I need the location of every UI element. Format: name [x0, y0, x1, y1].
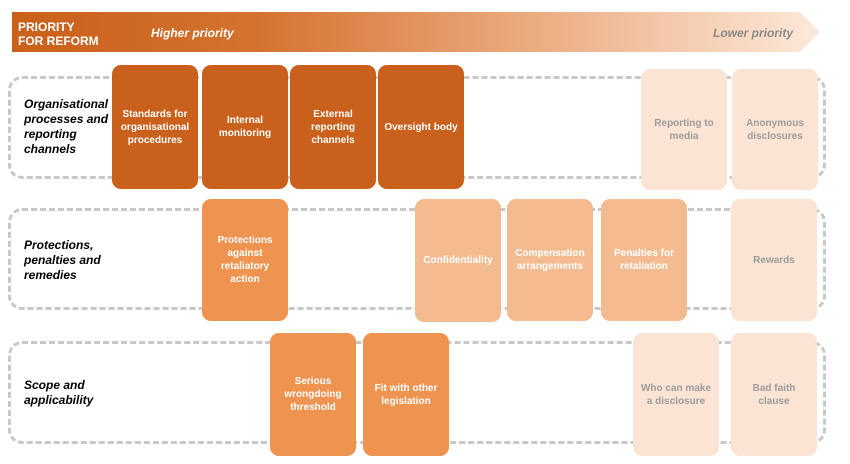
- row-label-protections: Protections, penalties and remedies: [24, 238, 101, 283]
- box-standards-for-organisational-procedures: Standards for organisational procedures: [112, 65, 198, 189]
- box-compensation-arrangements: Compensation arrangements: [507, 199, 593, 321]
- box-oversight-body: Oversight body: [378, 65, 464, 189]
- box-protections-against-retaliatory-action: Protections against retaliatory action: [202, 199, 288, 321]
- priority-title-line2: FOR REFORM: [18, 34, 99, 48]
- row-label-line: applicability: [24, 393, 94, 407]
- box-who-can-make-a-disclosure: Who can make a disclosure: [633, 333, 719, 456]
- box-penalties-for-retaliation: Penalties for retaliation: [601, 199, 687, 321]
- row-label-line: processes and: [24, 112, 109, 126]
- box-reporting-to-media: Reporting to media: [641, 69, 727, 190]
- box-confidentiality: Confidentiality: [415, 199, 501, 322]
- box-fit-with-other-legislation: Fit with other legislation: [363, 333, 449, 456]
- row-label-line: remedies: [24, 268, 77, 282]
- box-rewards: Rewards: [731, 199, 817, 321]
- row-label-line: Organisational: [24, 97, 109, 111]
- priority-arrow: [12, 12, 820, 52]
- row-label-scope: Scope and applicability: [24, 378, 93, 408]
- higher-priority-label: Higher priority: [151, 26, 234, 40]
- row-label-line: penalties and: [24, 253, 101, 267]
- row-label-line: Protections,: [24, 238, 94, 252]
- priority-title-line1: PRIORITY: [18, 20, 75, 34]
- priority-title: PRIORITY FOR REFORM: [18, 20, 99, 48]
- box-anonymous-disclosures: Anonymous disclosures: [732, 69, 818, 190]
- row-label-line: reporting: [24, 127, 77, 141]
- box-serious-wrongdoing-threshold: Serious wrongdoing threshold: [270, 333, 356, 456]
- box-internal-monitoring: Internal monitoring: [202, 65, 288, 189]
- row-label-line: Scope and: [24, 378, 85, 392]
- lower-priority-label: Lower priority: [713, 26, 794, 40]
- box-bad-faith-clause: Bad faith clause: [731, 333, 817, 456]
- row-label-line: channels: [24, 142, 77, 156]
- box-external-reporting-channels: External reporting channels: [290, 65, 376, 189]
- row-label-organisational: Organisational processes and reporting c…: [24, 97, 108, 157]
